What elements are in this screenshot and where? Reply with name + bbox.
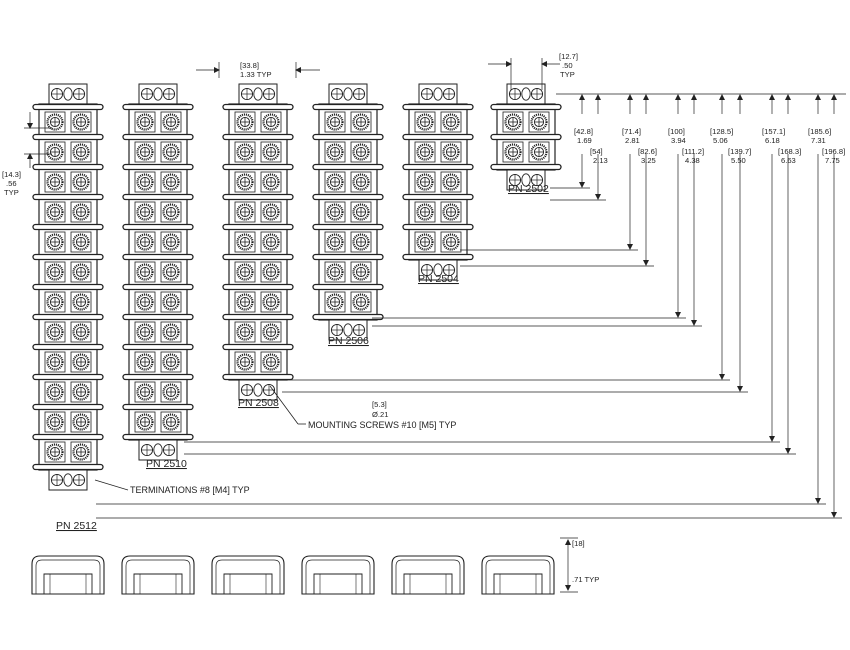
height-dim-in: 6.18: [765, 136, 780, 145]
height-dim-mm: [139.7]: [728, 147, 751, 156]
height-dim-mm: [111.2]: [682, 147, 704, 156]
terminal-block: [122, 83, 194, 461]
height-dim-in: 3.94: [671, 136, 686, 145]
hole-dim-in: .50: [562, 61, 573, 70]
height-dim-mm: [54]: [590, 147, 603, 156]
pitch-dim-mm: [14.3]: [2, 170, 21, 179]
note-terminations: TERMINATIONS #8 [M4] TYP: [130, 485, 250, 495]
end-cover: [121, 555, 195, 595]
pitch-dim-in: .56: [6, 179, 17, 188]
height-dim-mm: [168.3]: [778, 147, 801, 156]
label-pn2510: PN 2510: [146, 458, 187, 470]
cover-dim-in: .71 TYP: [572, 575, 599, 584]
hole-dim-mm: [12.7]: [559, 52, 578, 61]
terminal-block: [490, 83, 562, 191]
terminal-block: [312, 83, 384, 341]
terminal-blocks: [32, 83, 562, 491]
height-dim-mm: [42.8]: [574, 127, 593, 136]
height-dim-mm: [196.8]: [822, 147, 845, 156]
height-dim-mm: [82.6]: [638, 147, 657, 156]
end-covers: [31, 555, 555, 595]
dimension-lines: [96, 93, 846, 519]
height-dim-in: 4.38: [685, 156, 700, 165]
height-dim-in: 3.25: [641, 156, 656, 165]
end-cover: [301, 555, 375, 595]
height-dim-mm: [100]: [668, 127, 685, 136]
terminal-block: [32, 83, 104, 491]
cover-dim-mm: [18]: [572, 539, 585, 548]
mount-hole-mm: [5.3]: [372, 400, 387, 409]
terminal-block: [402, 83, 474, 281]
note-mounting-screws: MOUNTING SCREWS #10 [M5] TYP: [308, 420, 456, 430]
width-dim-mm: [33.8]: [240, 61, 259, 70]
terminal-block: [222, 83, 294, 401]
height-dim-in: 7.31: [811, 136, 826, 145]
end-cover: [211, 555, 285, 595]
height-dim-labels: [42.8]1.69 [54]2.13 [71.4]2.81 [82.6]3.25 [1…: [574, 127, 845, 165]
label-pn2506: PN 2506: [328, 335, 369, 347]
height-dim-mm: [157.1]: [762, 127, 785, 136]
label-pn2512: PN 2512: [56, 520, 97, 532]
height-dim-in: 2.81: [625, 136, 640, 145]
height-dim-mm: [185.6]: [808, 127, 831, 136]
height-dim-in: 1.69: [577, 136, 592, 145]
height-dim-in: 6.63: [781, 156, 796, 165]
hole-dim-typ: TYP: [560, 70, 575, 79]
label-pn2502: PN 2502: [508, 183, 549, 195]
end-cover: [481, 555, 555, 595]
end-cover: [391, 555, 465, 595]
height-dim-in: 5.06: [713, 136, 728, 145]
height-dim-in: 2.13: [593, 156, 608, 165]
width-dim-in: 1.33 TYP: [240, 70, 272, 79]
end-cover: [31, 555, 105, 595]
height-dim-mm: [128.5]: [710, 127, 733, 136]
label-pn2508: PN 2508: [238, 397, 279, 409]
mount-hole-in: Ø.21: [372, 410, 388, 419]
height-dim-mm: [71.4]: [622, 127, 641, 136]
height-dim-in: 5.50: [731, 156, 746, 165]
pitch-dim-typ: TYP: [4, 188, 19, 197]
label-pn2504: PN 2504: [418, 273, 459, 285]
height-dim-in: 7.75: [825, 156, 840, 165]
